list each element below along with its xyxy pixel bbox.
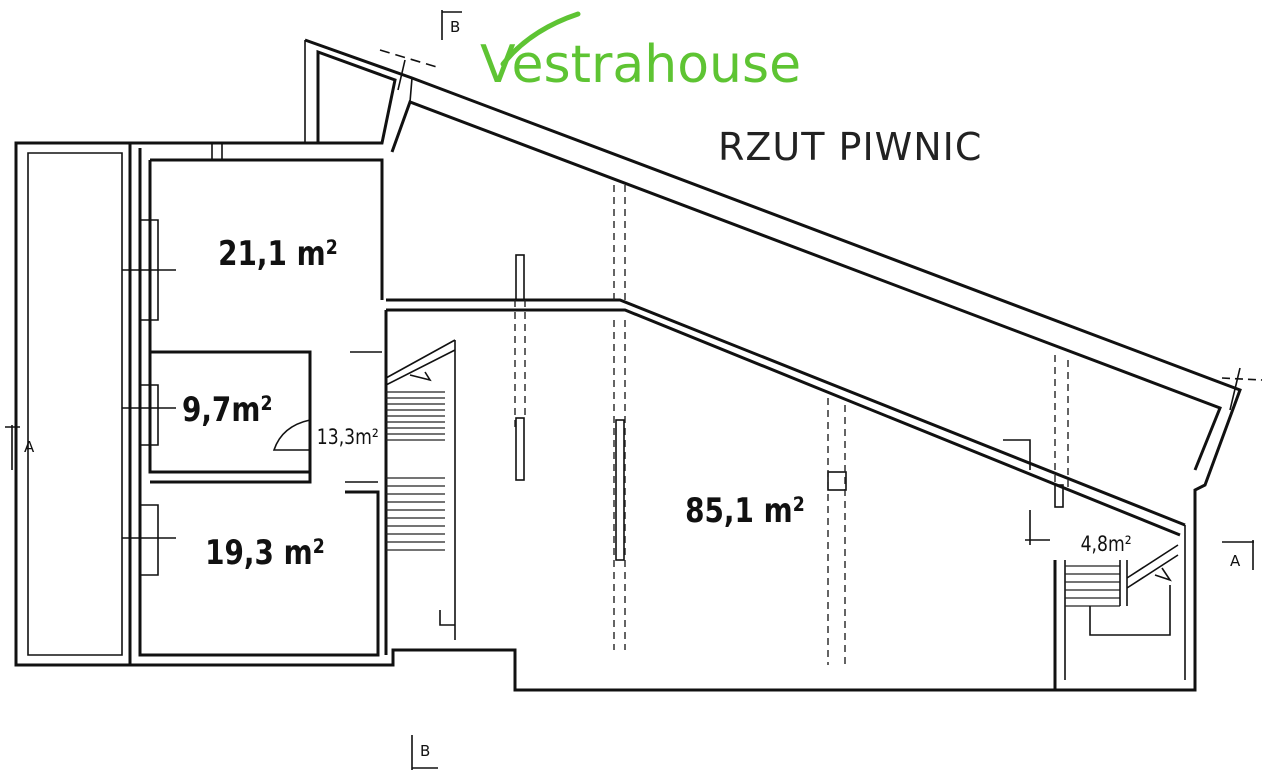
corridor-walls bbox=[384, 298, 1186, 690]
internal-walls bbox=[122, 143, 384, 657]
room-area-6: 4,8m² bbox=[1081, 531, 1132, 556]
brand-logo-text: Vestrahouse bbox=[480, 35, 801, 95]
beam-lines bbox=[514, 185, 1069, 665]
svg-text:B: B bbox=[450, 18, 460, 36]
room-area-2: 9,7m² bbox=[182, 390, 273, 429]
section-marker-a-left: A bbox=[5, 425, 35, 470]
svg-text:B: B bbox=[420, 742, 430, 760]
brand-logo: Vestrahouse bbox=[480, 11, 801, 95]
section-marker-b-top: B bbox=[441, 10, 462, 40]
staircase-upper bbox=[385, 339, 456, 441]
wall-stubs-right bbox=[1003, 439, 1050, 545]
room-area-4: 19,3 m² bbox=[205, 533, 325, 572]
outer-walls bbox=[128, 38, 1242, 692]
brand-logo-swoosh bbox=[500, 11, 581, 67]
pillars bbox=[439, 254, 1064, 626]
plan-title: RZUT PIWNIC bbox=[718, 125, 982, 169]
staircase-lower bbox=[386, 477, 445, 551]
door-swing bbox=[272, 419, 311, 451]
svg-text:A: A bbox=[24, 438, 35, 456]
room-area-5: 85,1 m² bbox=[685, 491, 805, 530]
section-marker-b-bottom: B bbox=[411, 735, 438, 770]
svg-text:A: A bbox=[1230, 552, 1241, 570]
room-area-3: 13,3m² bbox=[317, 424, 379, 449]
section-cut-lines bbox=[379, 49, 1263, 411]
room-area-1: 21,1 m² bbox=[218, 234, 338, 273]
section-marker-a-right: A bbox=[1222, 540, 1254, 570]
staircase-right bbox=[1065, 544, 1179, 636]
left-strip bbox=[14, 141, 132, 667]
